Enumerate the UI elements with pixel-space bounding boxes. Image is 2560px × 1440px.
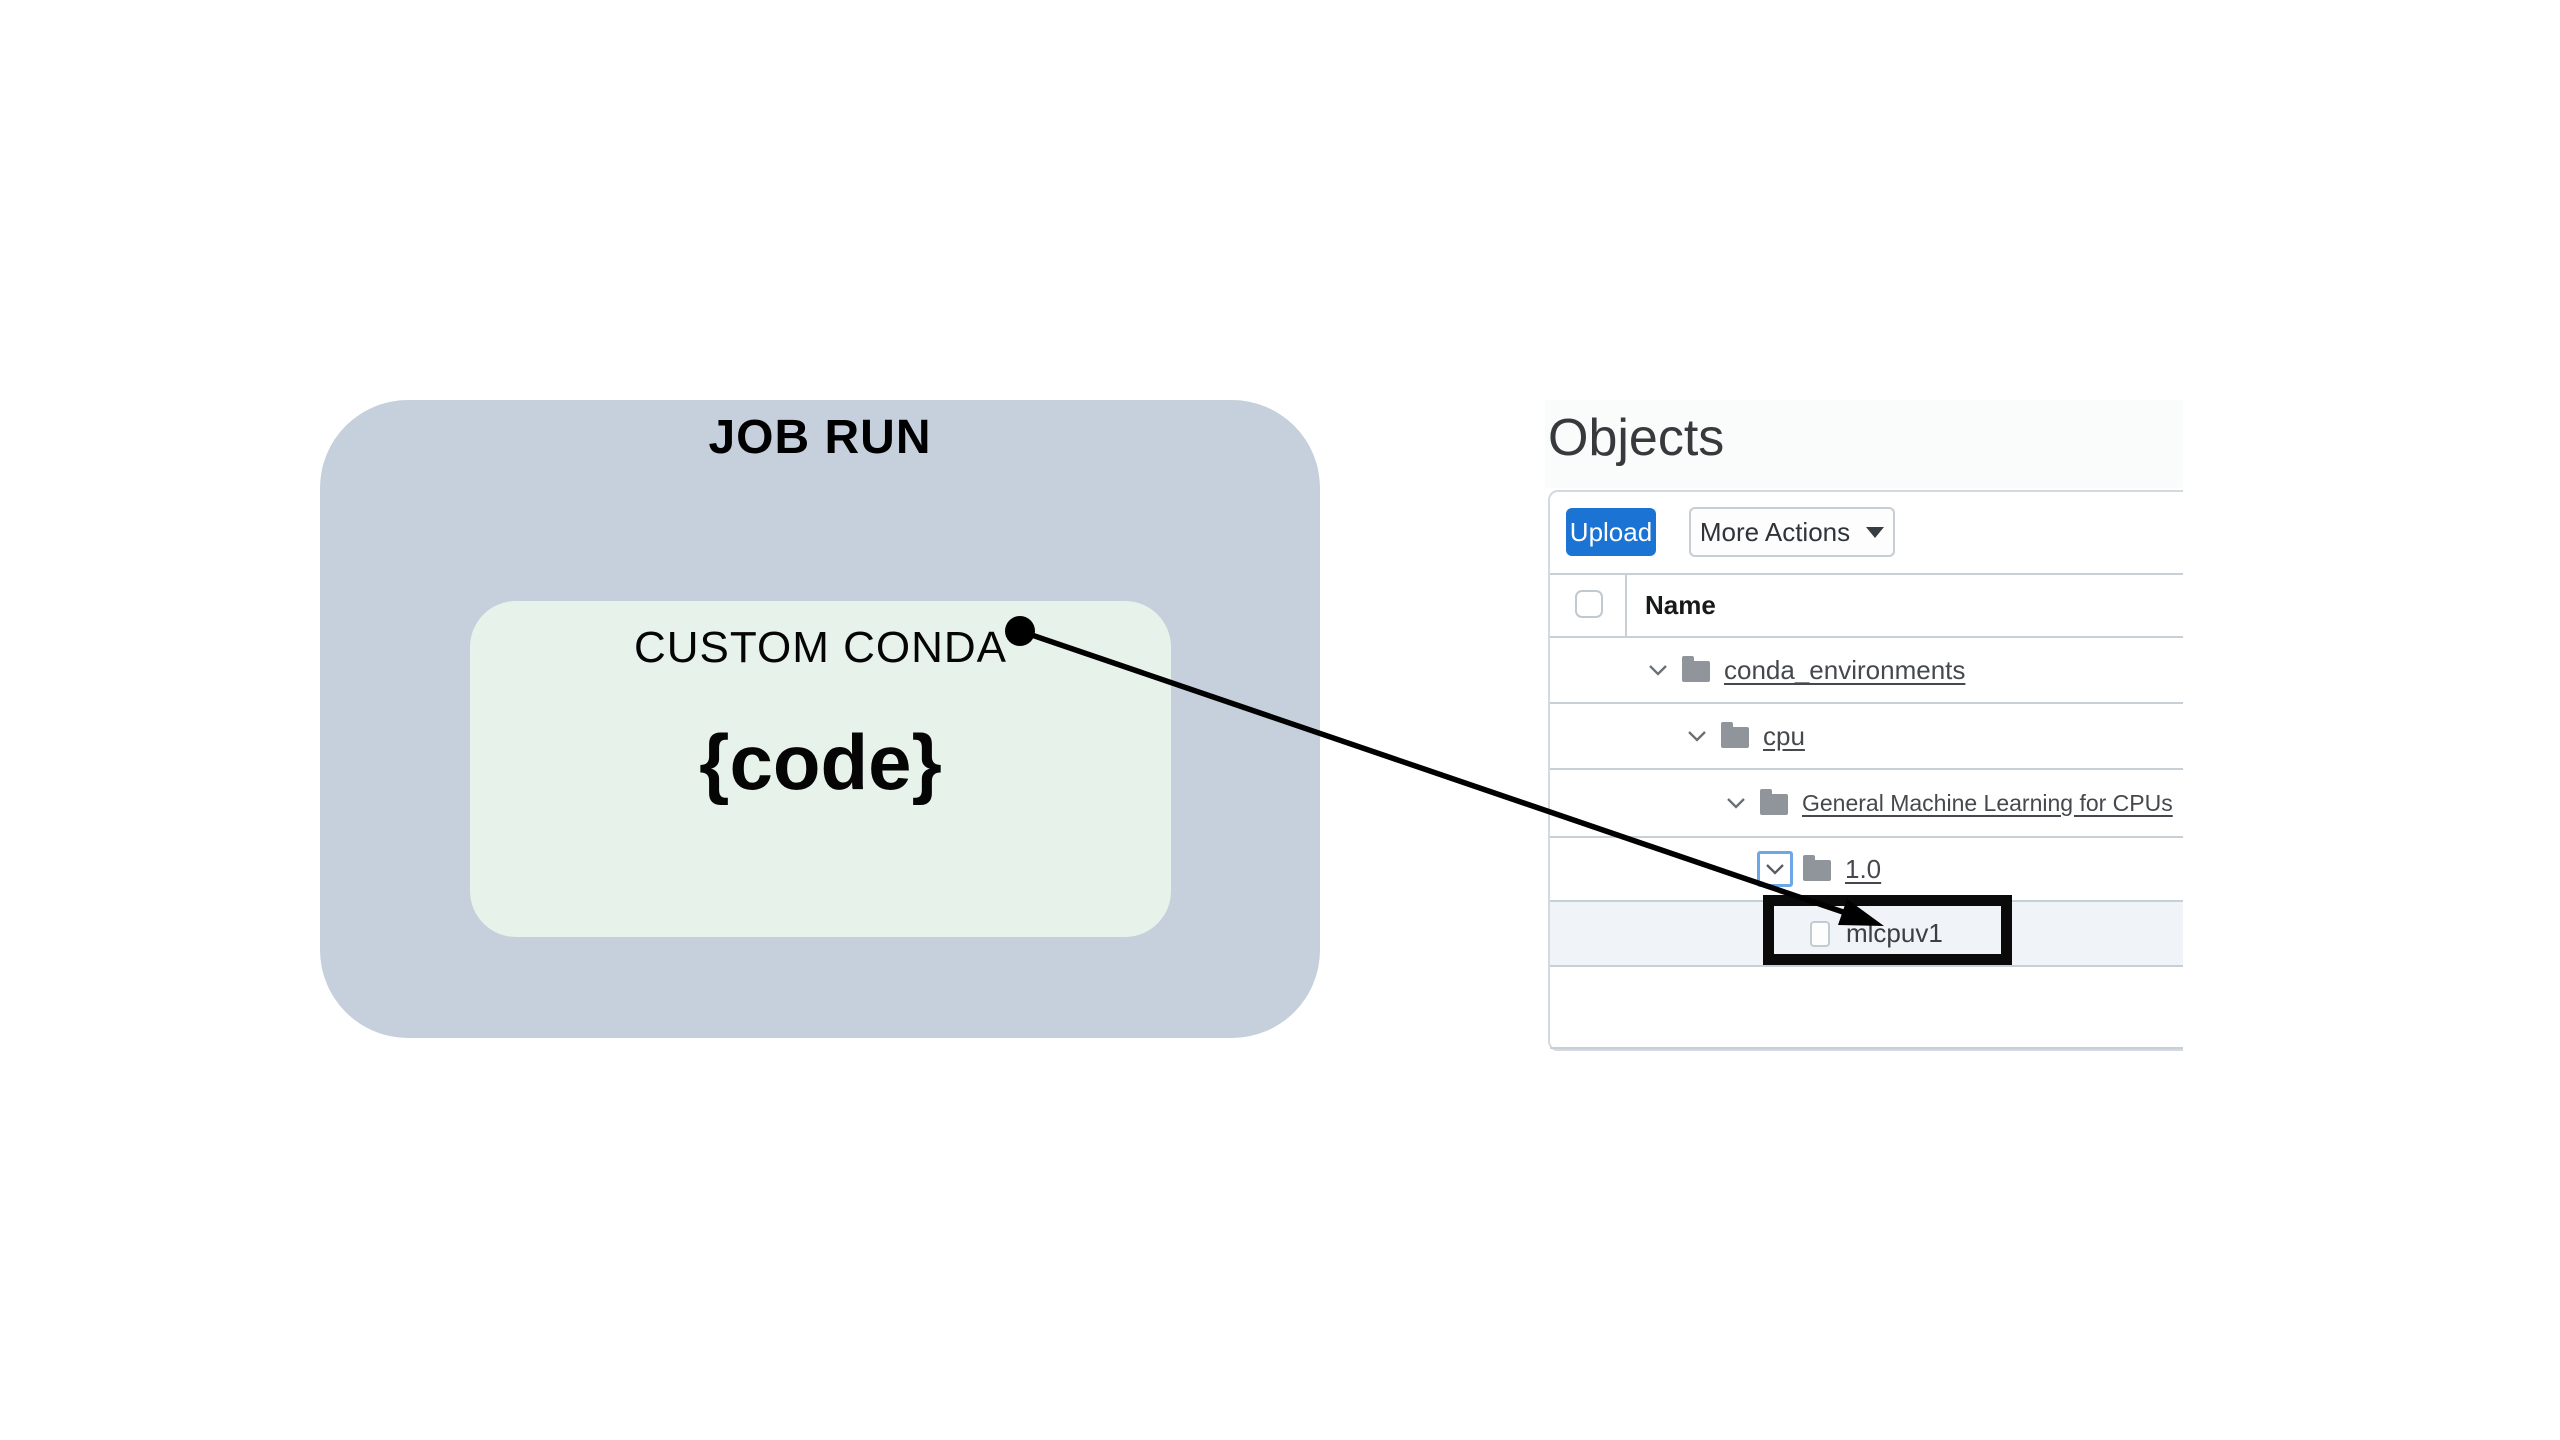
objects-table-card: Upload More Actions Name conda_environme… xyxy=(1548,490,2183,1051)
custom-conda-box: CUSTOM CONDA {code} xyxy=(470,601,1171,937)
column-divider xyxy=(1625,575,1627,636)
name-column-header: Name xyxy=(1645,590,1716,620)
chevron-down-icon[interactable] xyxy=(1725,792,1747,814)
tree-link-version-1-0[interactable]: 1.0 xyxy=(1845,853,1882,884)
folder-icon xyxy=(1803,855,1831,881)
chevron-down-icon[interactable] xyxy=(1686,725,1708,747)
more-actions-label: More Actions xyxy=(1699,516,1851,547)
select-all-checkbox[interactable] xyxy=(1575,590,1603,618)
row-checkbox[interactable] xyxy=(1810,920,1830,947)
caret-down-icon xyxy=(1866,526,1885,538)
tree-link-conda-environments[interactable]: conda_environments xyxy=(1724,654,1966,685)
empty-row xyxy=(1550,967,2183,1049)
table-row: 1.0 xyxy=(1550,838,2183,902)
folder-icon xyxy=(1760,789,1788,815)
chevron-down-icon[interactable] xyxy=(1647,659,1669,681)
table-row: General Machine Learning for CPUs xyxy=(1550,770,2183,838)
panel-header-background xyxy=(1545,400,2183,488)
tree-link-general-ml-cpus[interactable]: General Machine Learning for CPUs xyxy=(1802,789,2173,816)
highlight-rectangle xyxy=(1763,895,2012,965)
tree-link-cpu[interactable]: cpu xyxy=(1763,720,1805,751)
more-actions-button[interactable]: More Actions xyxy=(1689,507,1895,557)
custom-conda-label: CUSTOM CONDA xyxy=(634,623,1007,672)
code-label: {code} xyxy=(699,718,942,806)
chevron-down-icon xyxy=(1764,858,1786,880)
table-row: conda_environments xyxy=(1550,638,2183,704)
folder-icon xyxy=(1721,722,1749,748)
focused-expander[interactable] xyxy=(1757,851,1793,887)
page-title: Objects xyxy=(1548,409,1725,467)
table-row: cpu xyxy=(1550,704,2183,770)
objects-toolbar: Upload More Actions xyxy=(1550,492,2183,575)
upload-button[interactable]: Upload xyxy=(1566,508,1656,556)
job-run-label: JOB RUN xyxy=(708,411,932,464)
folder-icon xyxy=(1682,656,1710,682)
table-header-row: Name xyxy=(1550,575,2183,638)
job-run-box: JOB RUN CUSTOM CONDA {code} xyxy=(320,400,1320,1038)
